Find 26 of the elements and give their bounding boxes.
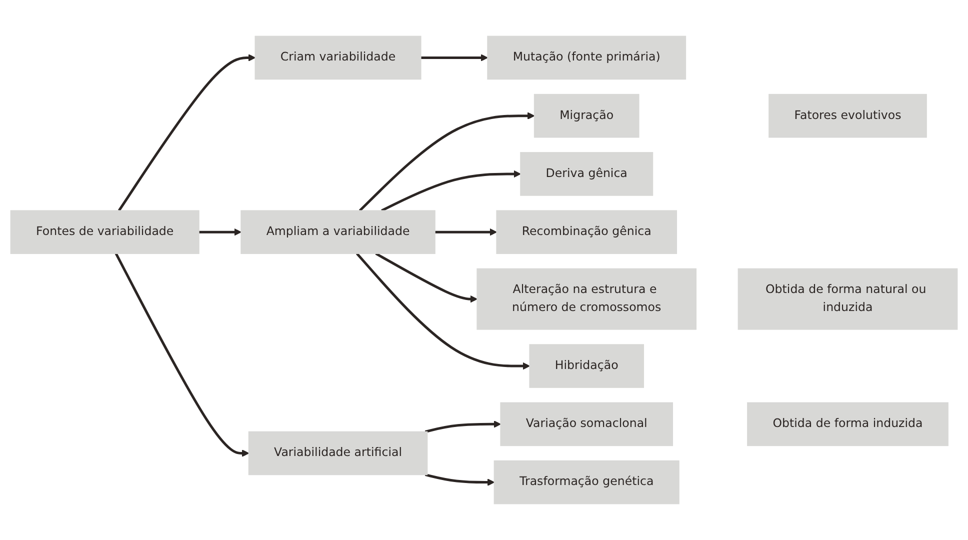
node-box: Obtida de forma natural ou induzida bbox=[738, 268, 958, 330]
arrow bbox=[358, 112, 535, 212]
arrow bbox=[375, 252, 478, 303]
arrow bbox=[424, 473, 495, 486]
node-box: Fontes de variabilidade bbox=[10, 210, 200, 254]
node-box: Obtida de forma induzida bbox=[747, 402, 948, 446]
node-box: Variabilidade artificial bbox=[248, 431, 428, 476]
node-box: Ampliam a variabilidade bbox=[240, 210, 436, 254]
arrow bbox=[356, 252, 530, 370]
node-box: Migração bbox=[534, 94, 640, 138]
node-box: Fatores evolutivos bbox=[768, 94, 927, 138]
node-box: Recombinação gênica bbox=[496, 210, 678, 254]
arrow bbox=[118, 54, 256, 212]
node-box: Mutação (fonte primária) bbox=[487, 36, 686, 80]
arrow bbox=[424, 420, 501, 433]
node-box: Criam variabilidade bbox=[254, 36, 422, 80]
node-box: Deriva gênica bbox=[520, 152, 654, 196]
arrow bbox=[434, 228, 497, 236]
arrow bbox=[381, 170, 521, 212]
node-box: Variação somaclonal bbox=[500, 402, 674, 446]
node-box: Trasformação genética bbox=[494, 460, 680, 504]
node-box: Hibridação bbox=[529, 344, 644, 388]
node-box: Alteração na estrutura e número de cromossomos bbox=[476, 268, 697, 330]
arrow bbox=[114, 253, 250, 457]
arrow bbox=[198, 228, 242, 236]
arrow bbox=[420, 54, 488, 62]
